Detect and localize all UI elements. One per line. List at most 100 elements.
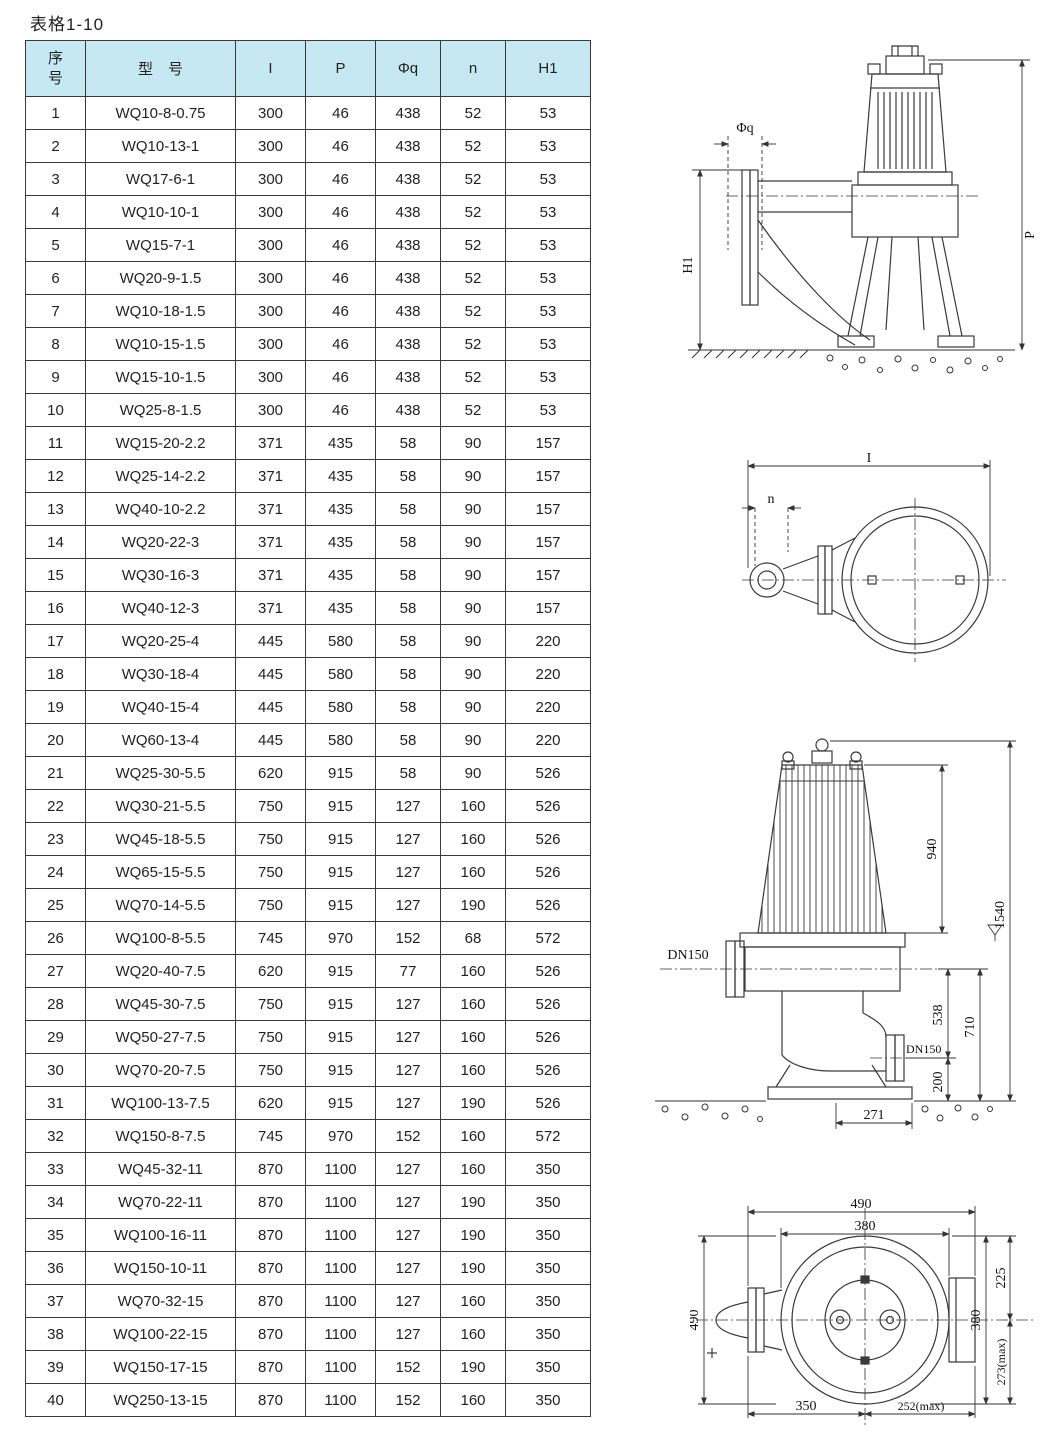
value-cell: 870 — [235, 1383, 306, 1417]
value-cell: 53 — [505, 261, 591, 295]
dim-label-phi-q: Φq — [736, 121, 753, 136]
dim-label-i: I — [867, 451, 872, 466]
row-index-cell: 6 — [25, 261, 86, 295]
pump-plan-view-diagram: 490 380 490 380 225 273(max) 350 252(max… — [690, 1197, 1036, 1428]
model-cell: WQ30-18-4 — [85, 657, 236, 691]
row-index-cell: 36 — [25, 1251, 86, 1285]
col-header-p: P — [305, 40, 376, 97]
dim-label-271: 271 — [864, 1108, 885, 1123]
row-index-cell: 13 — [25, 492, 86, 526]
value-cell: 127 — [375, 1218, 441, 1252]
col-header-model: 型 号 — [85, 40, 236, 97]
value-cell: 438 — [375, 195, 441, 229]
model-cell: WQ150-10-11 — [85, 1251, 236, 1285]
dim-label-200: 200 — [931, 1072, 946, 1093]
row-index-cell: 2 — [25, 129, 86, 163]
value-cell: 46 — [305, 261, 376, 295]
value-cell: 445 — [235, 657, 306, 691]
value-cell: 1100 — [305, 1152, 376, 1186]
row-index-cell: 12 — [25, 459, 86, 493]
row-index-cell: 7 — [25, 294, 86, 328]
value-cell: 915 — [305, 822, 376, 856]
value-cell: 190 — [440, 1350, 506, 1384]
model-cell: WQ15-20-2.2 — [85, 426, 236, 460]
row-index-cell: 4 — [25, 195, 86, 229]
value-cell: 157 — [505, 459, 591, 493]
value-cell: 190 — [440, 1086, 506, 1120]
value-cell: 970 — [305, 921, 376, 955]
model-cell: WQ10-15-1.5 — [85, 327, 236, 361]
value-cell: 438 — [375, 162, 441, 196]
value-cell: 300 — [235, 195, 306, 229]
value-cell: 46 — [305, 393, 376, 427]
value-cell: 127 — [375, 1185, 441, 1219]
model-cell: WQ100-8-5.5 — [85, 921, 236, 955]
value-cell: 526 — [505, 855, 591, 889]
model-cell: WQ30-21-5.5 — [85, 789, 236, 823]
value-cell: 77 — [375, 954, 441, 988]
model-cell: WQ40-10-2.2 — [85, 492, 236, 526]
model-cell: WQ20-22-3 — [85, 525, 236, 559]
value-cell: 46 — [305, 96, 376, 130]
volute-outline — [749, 506, 989, 654]
value-cell: 190 — [440, 1185, 506, 1219]
model-cell: WQ10-13-1 — [85, 129, 236, 163]
row-index-cell: 31 — [25, 1086, 86, 1120]
value-cell: 220 — [505, 723, 591, 757]
value-cell: 220 — [505, 657, 591, 691]
value-cell: 300 — [235, 327, 306, 361]
value-cell: 160 — [440, 1152, 506, 1186]
model-cell: WQ70-20-7.5 — [85, 1053, 236, 1087]
value-cell: 160 — [440, 789, 506, 823]
value-cell: 127 — [375, 1251, 441, 1285]
value-cell: 1100 — [305, 1383, 376, 1417]
value-cell: 526 — [505, 756, 591, 790]
value-cell: 300 — [235, 162, 306, 196]
value-cell: 870 — [235, 1185, 306, 1219]
value-cell: 90 — [440, 690, 506, 724]
value-cell: 68 — [440, 921, 506, 955]
value-cell: 160 — [440, 1383, 506, 1417]
value-cell: 870 — [235, 1152, 306, 1186]
value-cell: 445 — [235, 624, 306, 658]
dim-label-dn150-left: DN150 — [667, 948, 708, 963]
model-cell: WQ250-13-15 — [85, 1383, 236, 1417]
dim-label-dn150-right: DN150 — [906, 1042, 941, 1056]
value-cell: 152 — [375, 1350, 441, 1384]
value-cell: 58 — [375, 723, 441, 757]
model-cell: WQ150-8-7.5 — [85, 1119, 236, 1153]
dimension-lines — [830, 740, 1016, 1129]
col-header-index: 序号 — [25, 40, 86, 97]
value-cell: 53 — [505, 96, 591, 130]
value-cell: 300 — [235, 261, 306, 295]
row-index-cell: 10 — [25, 393, 86, 427]
value-cell: 870 — [235, 1218, 306, 1252]
ground-line — [688, 349, 1015, 374]
value-cell: 190 — [440, 888, 506, 922]
value-cell: 1100 — [305, 1218, 376, 1252]
value-cell: 915 — [305, 954, 376, 988]
value-cell: 300 — [235, 228, 306, 262]
row-index-cell: 1 — [25, 96, 86, 130]
value-cell: 580 — [305, 690, 376, 724]
value-cell: 160 — [440, 1020, 506, 1054]
value-cell: 46 — [305, 360, 376, 394]
value-cell: 750 — [235, 822, 306, 856]
value-cell: 58 — [375, 492, 441, 526]
value-cell: 350 — [505, 1383, 591, 1417]
row-index-cell: 19 — [25, 690, 86, 724]
value-cell: 53 — [505, 195, 591, 229]
value-cell: 750 — [235, 987, 306, 1021]
value-cell: 160 — [440, 1119, 506, 1153]
value-cell: 435 — [305, 492, 376, 526]
value-cell: 526 — [505, 1020, 591, 1054]
value-cell: 745 — [235, 921, 306, 955]
value-cell: 300 — [235, 129, 306, 163]
value-cell: 438 — [375, 393, 441, 427]
